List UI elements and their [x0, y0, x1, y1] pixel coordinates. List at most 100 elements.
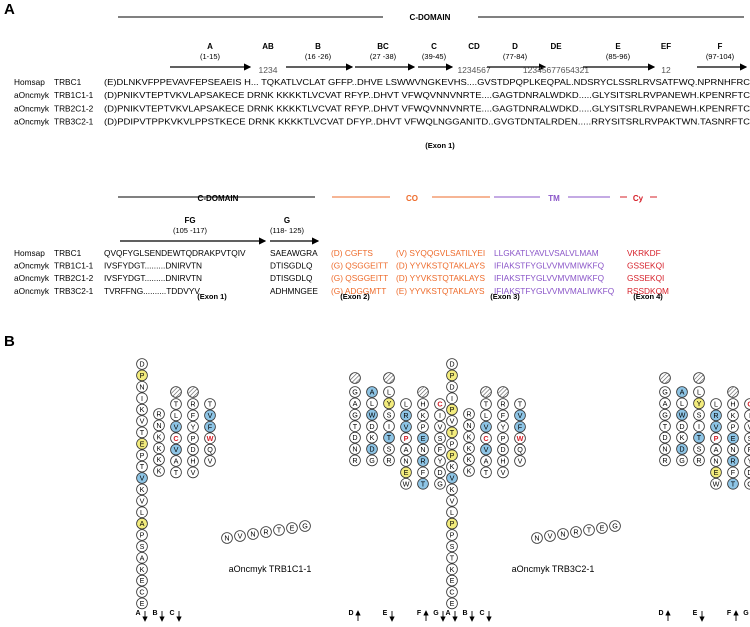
- row-fg: IVSFYDGT.........DNIRVTN: [104, 273, 202, 283]
- residue-letter: Q: [517, 445, 523, 454]
- residue-circle: [676, 443, 688, 455]
- gap-position-circle: [727, 386, 739, 398]
- residue-letter: V: [748, 422, 750, 431]
- residue-circle: [434, 443, 446, 456]
- row-exon3-tm: IFIAKSTFYGLVVMVMIWKFQ: [494, 273, 605, 283]
- residue-letter: V: [174, 445, 179, 454]
- residue-letter: R: [403, 411, 408, 420]
- residue-letter: N: [662, 445, 667, 454]
- residue-circle: [497, 455, 509, 467]
- residue-circle: [417, 432, 429, 445]
- residue-circle: [446, 472, 458, 484]
- residue-circle: [417, 409, 429, 422]
- residue-letter: P: [450, 371, 455, 380]
- residue-circle: [727, 409, 739, 422]
- residue-circle: [366, 386, 378, 398]
- residue-letter: R: [662, 456, 667, 465]
- residue-circle: [514, 420, 526, 433]
- row-g: DTISGDLQ: [270, 273, 313, 283]
- residue-circle: [514, 398, 526, 410]
- residue-letter: K: [450, 462, 455, 471]
- residue-letter: S: [450, 542, 455, 551]
- residue-letter: N: [466, 421, 471, 430]
- residue-circle: [446, 494, 458, 507]
- residue-circle: [446, 563, 458, 575]
- residue-letter: K: [731, 411, 736, 420]
- residue-circle: [446, 460, 458, 473]
- residue-circle: [710, 420, 722, 433]
- residue-letter: A: [370, 388, 375, 397]
- row-gene: TRB2C1-2: [54, 103, 94, 113]
- panel-b-label: B: [4, 333, 15, 350]
- residue-letter: W: [679, 410, 686, 419]
- strand-letter-e: E: [693, 610, 698, 617]
- residue-letter: L: [404, 400, 408, 409]
- residue-letter: A: [140, 553, 145, 562]
- residue-letter: L: [387, 388, 391, 397]
- residue-letter: R: [156, 410, 161, 419]
- residue-letter: W: [517, 434, 524, 443]
- strand-letter-c: C: [479, 610, 484, 617]
- residue-circle: [383, 431, 395, 444]
- residue-letter: E: [600, 524, 605, 533]
- row-exon2: (G) QSGGEITT: [331, 261, 388, 271]
- residue-letter: V: [484, 445, 489, 454]
- residue-circle: [676, 386, 688, 398]
- strand-name-g: G: [284, 216, 290, 225]
- row-exon3-co: (V) SYQQGVLSATILYEI: [396, 248, 485, 258]
- residue-circle: [434, 455, 446, 467]
- residue-letter: Y: [697, 399, 702, 408]
- strand-name-e: E: [615, 42, 621, 51]
- residue-circle: [676, 408, 688, 421]
- residue-letter: L: [697, 388, 701, 397]
- loop-numbering-ab: 1234: [259, 65, 278, 75]
- residue-letter: P: [450, 439, 455, 448]
- residue-letter: F: [501, 411, 506, 420]
- residue-circle: [497, 466, 509, 479]
- residue-circle: [349, 386, 361, 398]
- residue-circle: [727, 477, 739, 490]
- residue-circle: [366, 454, 378, 467]
- residue-circle: [544, 530, 556, 542]
- residue-circle: [463, 408, 475, 420]
- residue-circle: [136, 426, 148, 439]
- residue-circle: [170, 455, 182, 467]
- residue-letter: L: [370, 399, 374, 408]
- residue-circle: [221, 532, 233, 544]
- residue-circle: [727, 420, 739, 433]
- residue-circle: [366, 408, 378, 421]
- residue-letter: G: [662, 388, 668, 397]
- residue-letter: V: [518, 457, 523, 466]
- residue-letter: V: [450, 496, 455, 505]
- residue-letter: R: [713, 411, 718, 420]
- residue-letter: G: [352, 410, 358, 419]
- residue-circle: [676, 397, 688, 410]
- row-exon3-tm: IFIAKSTFYGLVVMVMIWKFQ: [494, 261, 605, 271]
- residue-circle: [383, 397, 395, 410]
- strand-name-bc: BC: [377, 42, 389, 51]
- residue-circle: [727, 443, 739, 456]
- gap-position-circle: [187, 386, 199, 398]
- residue-circle: [446, 529, 458, 541]
- residue-circle: [570, 526, 582, 538]
- residue-letter: I: [451, 394, 453, 403]
- residue-circle: [497, 432, 509, 445]
- residue-letter: K: [680, 433, 685, 442]
- residue-circle: [136, 472, 148, 484]
- strand-range-b: (16 -26): [305, 52, 332, 61]
- residue-letter: A: [404, 445, 409, 454]
- loop-numbering-de: 12345677654321: [523, 65, 589, 75]
- strand-range-f: (97-104): [706, 52, 735, 61]
- residue-letter: N: [224, 534, 229, 543]
- residue-letter: K: [450, 485, 455, 494]
- row-fg: QVQFYGLSENDEWTQDRAKPVTQIV: [104, 248, 246, 258]
- c-domain-title-2: C-DOMAIN: [198, 194, 239, 203]
- residue-letter: D: [369, 445, 374, 454]
- residue-circle: [417, 455, 429, 467]
- diagram1-title: aOncmyk TRB1C1-1: [229, 564, 312, 574]
- residue-circle: [170, 398, 182, 410]
- residue-letter: T: [450, 553, 455, 562]
- residue-letter: S: [438, 434, 443, 443]
